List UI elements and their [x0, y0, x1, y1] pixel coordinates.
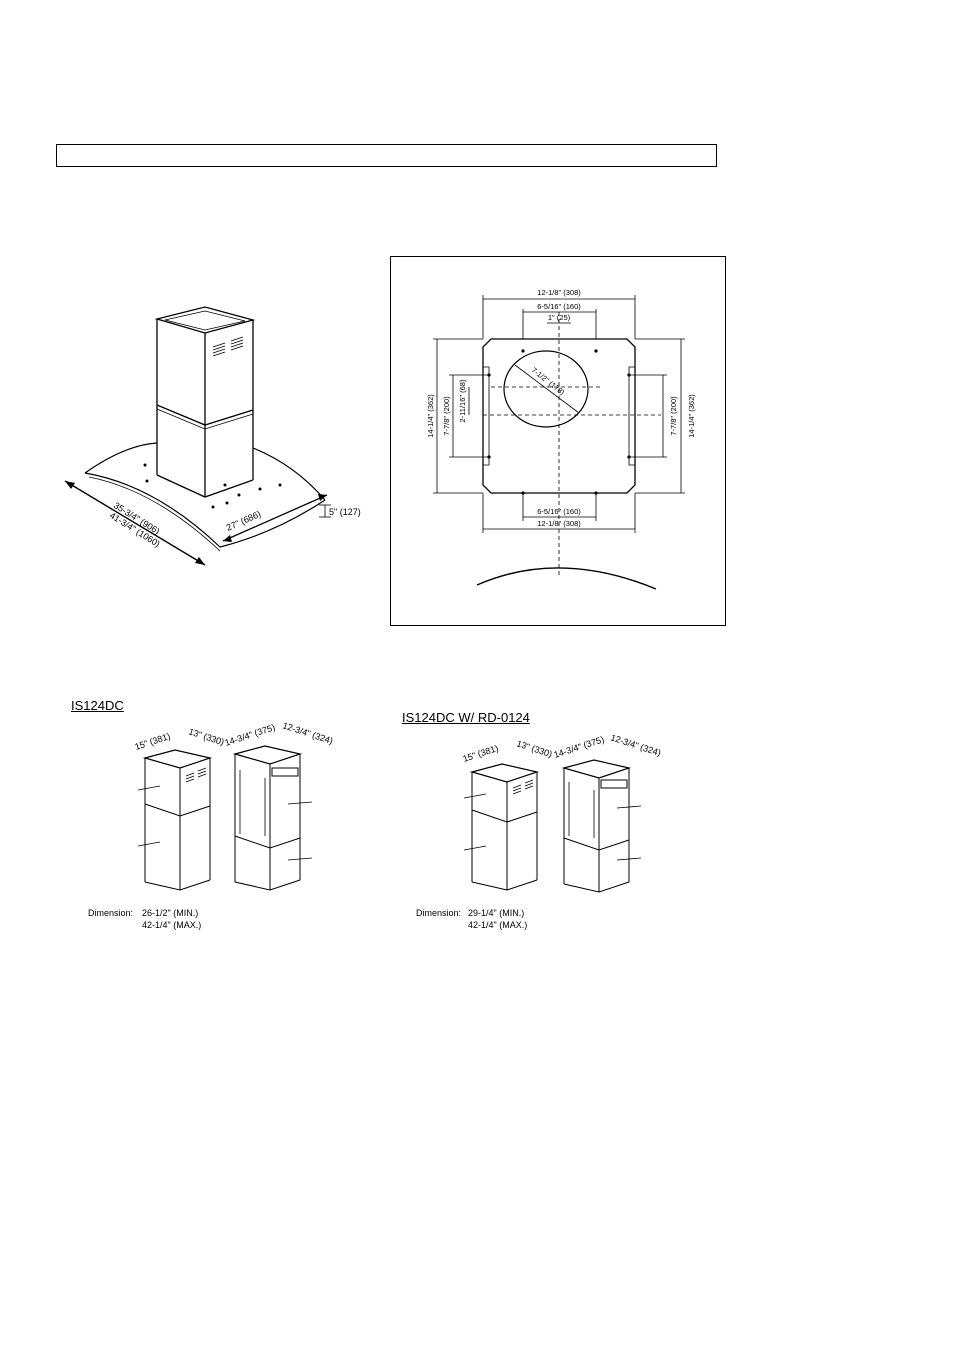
chimney-a-dim-max: 42-1/4" (MAX.): [142, 920, 201, 930]
left-inner-label: 7-7/8" (200): [442, 396, 451, 436]
depth-label: 27" (686): [225, 509, 263, 533]
chimney-b-outer-width: 15" (381): [462, 743, 500, 764]
top-center-label: 1" (25): [548, 313, 571, 322]
chimney-b-inner-depth: 12-3/4" (324): [609, 732, 662, 758]
chimney-b-inner-width: 14-3/4" (375): [553, 734, 606, 760]
duct-diameter-label: 7-1/2" (178): [530, 365, 567, 397]
chimney-b-outer-depth: 13" (330): [515, 738, 553, 759]
left-small-label: 2-11/16" (68): [458, 379, 467, 422]
top-width-label: 12-1/8" (308): [537, 288, 581, 297]
chimney-a-outer-width: 15" (381): [134, 731, 172, 752]
chimney-a-outer-depth: 13" (330): [187, 726, 225, 747]
chimney-a-dim-label: Dimension:: [88, 908, 133, 918]
hood-isometric-diagram: 35-3/4" (906) 41-3/4" (1060) 27" (686) 5…: [64, 306, 361, 566]
bottom-width-label: 12-1/8" (308): [537, 519, 581, 528]
top-inner-label: 6-5/16" (160): [537, 302, 581, 311]
chimney-a-inner-width: 14-3/4" (375): [224, 722, 277, 748]
thickness-label: 5" (127): [329, 507, 361, 517]
template-frame: [390, 256, 726, 626]
chimney-a-diagram: 15" (381) 13" (330) 14-3/4" (375) 12-3/4…: [88, 720, 334, 930]
mounting-template-diagram: 12-1/8" (308) 6-5/16" (160) 1" (25) 14-1…: [426, 288, 696, 590]
chimney-b-diagram: 15" (381) 13" (330) 14-3/4" (375) 12-3/4…: [416, 732, 662, 930]
chimney-b-dim-label: Dimension:: [416, 908, 461, 918]
chimney-b-dim-min: 29-1/4" (MIN.): [468, 908, 524, 918]
chimney-a-model-title: IS124DC: [71, 698, 124, 713]
chimney-a-inner-depth: 12-3/4" (324): [281, 720, 334, 746]
left-outer-label: 14-1/4" (362): [426, 394, 435, 438]
bottom-inner-label: 6-5/16" (160): [537, 507, 581, 516]
chimney-b-model-title: IS124DC W/ RD-0124: [402, 710, 530, 725]
chimney-a-dim-min: 26-1/2" (MIN.): [142, 908, 198, 918]
header-box: [56, 144, 717, 167]
right-outer-label: 14-1/4" (362): [687, 394, 696, 438]
right-inner-label: 7-7/8" (200): [669, 396, 678, 436]
chimney-b-dim-max: 42-1/4" (MAX.): [468, 920, 527, 930]
